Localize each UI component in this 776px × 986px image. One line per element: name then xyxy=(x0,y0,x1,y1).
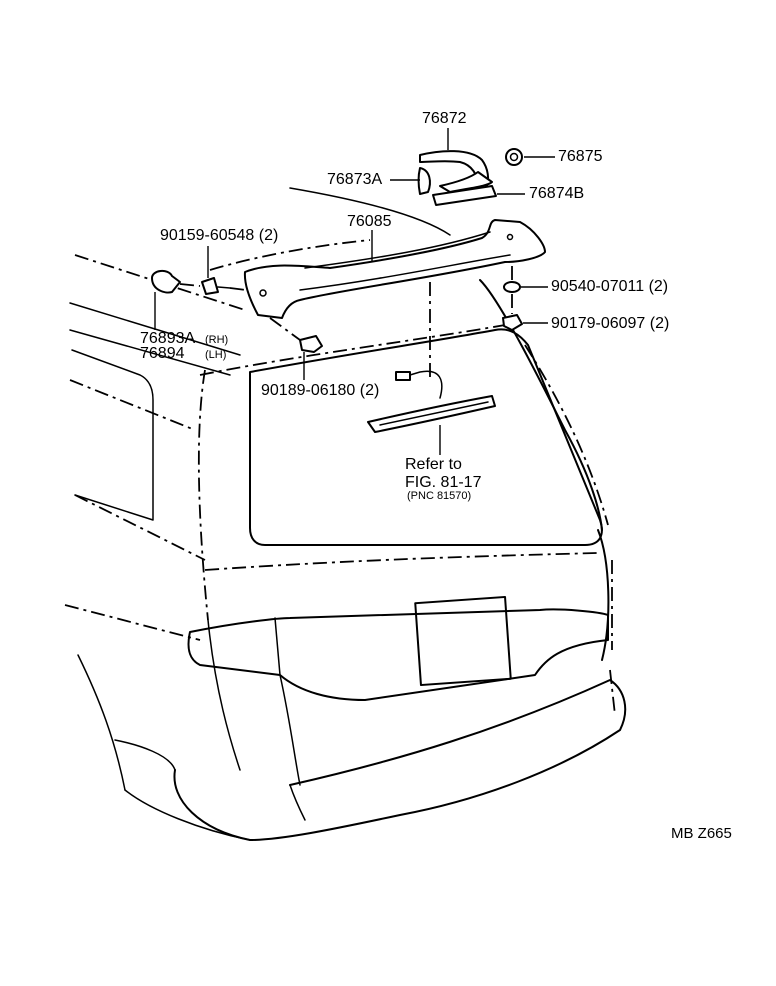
part-76873a-piece xyxy=(417,167,431,195)
lamp-divider-left xyxy=(274,617,281,676)
stop-lamp xyxy=(367,370,496,433)
label-rh: (RH) xyxy=(205,334,229,346)
rear-bumper xyxy=(173,679,627,841)
bumper-dashdot xyxy=(609,669,616,716)
label-76894: 76894 xyxy=(140,345,185,362)
stop-lamp-lens-line xyxy=(379,401,489,426)
stop-lamp-connector xyxy=(395,371,411,381)
label-90540: 90540-07011 (2) xyxy=(551,278,669,295)
label-refer-to: Refer to xyxy=(405,456,462,473)
tailgate-mid-dashdot xyxy=(204,552,599,571)
vehicle-body xyxy=(64,187,627,841)
right-body-line xyxy=(479,279,603,531)
part-76875-clip xyxy=(505,148,523,166)
spoiler-top-edge xyxy=(304,231,491,269)
label-fig-ref: FIG. 81-17 xyxy=(405,474,482,491)
stop-lamp-wire xyxy=(409,370,443,399)
label-76874b: 76874B xyxy=(529,185,585,202)
label-lh: (LH) xyxy=(205,349,227,361)
tail-lamp-panel xyxy=(187,608,609,701)
left-pillar-dashdot xyxy=(197,369,209,621)
part-90179-nut xyxy=(502,314,523,331)
spoiler-hole-left xyxy=(259,289,267,297)
bumper-bottom xyxy=(124,789,251,841)
spoiler-hole-right xyxy=(506,233,514,241)
fasteners xyxy=(151,270,523,353)
label-76873a: 76873A xyxy=(327,171,383,188)
tailgate-right-dashdot xyxy=(524,344,609,526)
rear-window xyxy=(249,328,603,546)
spoiler-body xyxy=(243,219,546,319)
part-76875-hole xyxy=(509,152,519,162)
right-corner xyxy=(597,529,610,661)
roof-edge-line xyxy=(69,329,231,376)
bumper-left-edge xyxy=(114,739,176,771)
side-window xyxy=(71,349,154,521)
label-90159: 90159-60548 (2) xyxy=(160,227,279,244)
part-76893a-cap xyxy=(151,270,181,294)
lower-tailgate-left xyxy=(279,674,301,786)
part-90540-grommet xyxy=(503,281,521,293)
spoiler-cover-parts xyxy=(417,148,523,206)
label-90189: 90189-06180 (2) xyxy=(261,382,380,399)
leader-bolt-dashdot xyxy=(229,287,247,291)
part-90189-clip xyxy=(299,335,323,353)
leader-cap-dashdot xyxy=(179,283,201,287)
label-76893a: 76893A xyxy=(140,330,196,347)
leader-lines xyxy=(154,128,555,455)
part-90159-bolt xyxy=(201,277,219,295)
side-dashdot-1 xyxy=(69,379,196,431)
bolt-shaft xyxy=(217,286,231,289)
left-quarter-line xyxy=(77,654,126,791)
label-76872: 76872 xyxy=(422,110,467,127)
left-lower-line xyxy=(207,619,241,771)
tailgate-top-dashdot xyxy=(199,324,506,376)
label-76875: 76875 xyxy=(558,148,603,165)
rear-spoiler xyxy=(243,219,546,319)
side-dashdot-3 xyxy=(64,604,201,641)
side-dashdot-2 xyxy=(74,494,206,561)
roof-rear-dashdot xyxy=(209,239,371,271)
label-90179: 90179-06097 (2) xyxy=(551,315,670,332)
leader-clip-dashdot xyxy=(269,317,301,341)
bumper-crease xyxy=(289,784,306,821)
label-76085: 76085 xyxy=(347,213,392,230)
part-76874b-piece xyxy=(432,185,497,206)
diagram-code: MB Z665 xyxy=(671,825,732,842)
roof-top-line xyxy=(289,187,451,236)
label-pnc-ref: (PNC 81570) xyxy=(407,490,472,502)
spoiler-under-edge xyxy=(299,254,511,291)
license-plate-area xyxy=(414,595,512,687)
